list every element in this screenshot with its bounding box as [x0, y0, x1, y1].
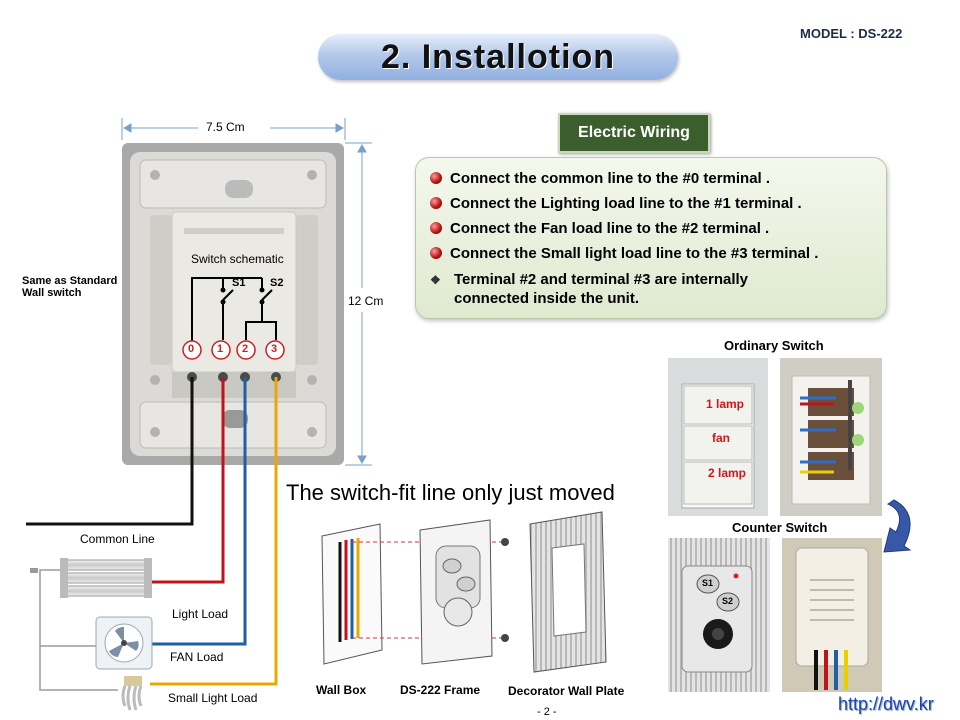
height-dimension [345, 142, 372, 466]
ds222-frame-label: DS-222 Frame [400, 683, 481, 697]
wiring-item: Connect the common line to the #0 termin… [430, 170, 770, 187]
small-light-bulb-icon [121, 676, 143, 711]
counter-s1-label: S1 [702, 578, 714, 588]
ds222-frame-drawing [419, 519, 509, 665]
switch-schematic [191, 277, 277, 342]
light-load-label: Light Load [172, 607, 229, 621]
site-url: http://dwv.kr [838, 694, 934, 714]
terminal-1: 1 [217, 343, 224, 355]
wall-box-drawing [321, 523, 505, 665]
diamond-bullet-icon: ❖ [430, 273, 441, 287]
return-wires [39, 569, 118, 691]
schematic-title: Switch schematic [191, 252, 284, 266]
side-note: Same as Standard Wall switch [22, 275, 118, 299]
curved-arrow-icon [883, 499, 912, 553]
counter-switch-photo [668, 538, 882, 692]
wiring-note-cont: connected inside the unit. [454, 290, 640, 307]
decorator-plate-label: Decorator Wall Plate [508, 684, 625, 698]
fan-icon [95, 616, 153, 670]
wiring-item: Connect the Fan load line to the #2 term… [430, 220, 769, 237]
counter-s2-label: S2 [722, 596, 734, 606]
wiring-note: ❖Terminal #2 and terminal #3 are interna… [430, 271, 749, 288]
model-label: MODEL : DS-222 [800, 26, 903, 41]
height-label: 12 Cm [348, 294, 384, 308]
terminal-0: 0 [188, 343, 195, 355]
fan-load-label: FAN Load [170, 650, 224, 664]
width-dimension [121, 118, 346, 140]
s1-label: S1 [232, 277, 246, 289]
page-number: - 2 - [537, 706, 557, 718]
counter-switch-title: Counter Switch [732, 520, 828, 535]
s2-label: S2 [270, 277, 284, 289]
small-light-load-label: Small Light Load [168, 691, 258, 705]
wiring-item: Connect the Small light load line to the… [430, 245, 818, 262]
wiring-instructions-panel: Connect the common line to the #0 termin… [415, 157, 887, 319]
install-caption: The switch-fit line only just moved [286, 480, 615, 505]
page-title: 2. Installotion [318, 34, 678, 80]
button-label-fan: fan [712, 431, 730, 445]
width-label: 7.5 Cm [206, 120, 245, 134]
decorator-plate-drawing [529, 511, 607, 673]
ordinary-switch-photo [668, 358, 882, 516]
wires [26, 377, 278, 686]
bullet-icon [430, 172, 442, 184]
wall-box-label: Wall Box [316, 683, 367, 697]
bullet-icon [430, 247, 442, 259]
terminal-markers [182, 340, 285, 360]
button-label-1-lamp: 1 lamp [706, 397, 745, 411]
button-label-2-lamp: 2 lamp [708, 466, 747, 480]
terminal-3: 3 [271, 343, 278, 355]
common-line-label: Common Line [80, 532, 155, 546]
wiring-item: Connect the Lighting load line to the #1… [430, 195, 802, 212]
light-load-tubes [30, 558, 152, 598]
electric-wiring-heading: Electric Wiring [558, 113, 710, 153]
bullet-icon [430, 197, 442, 209]
ordinary-switch-title: Ordinary Switch [724, 338, 824, 353]
terminal-2: 2 [242, 343, 249, 355]
switch-unit [122, 143, 344, 465]
bullet-icon [430, 222, 442, 234]
